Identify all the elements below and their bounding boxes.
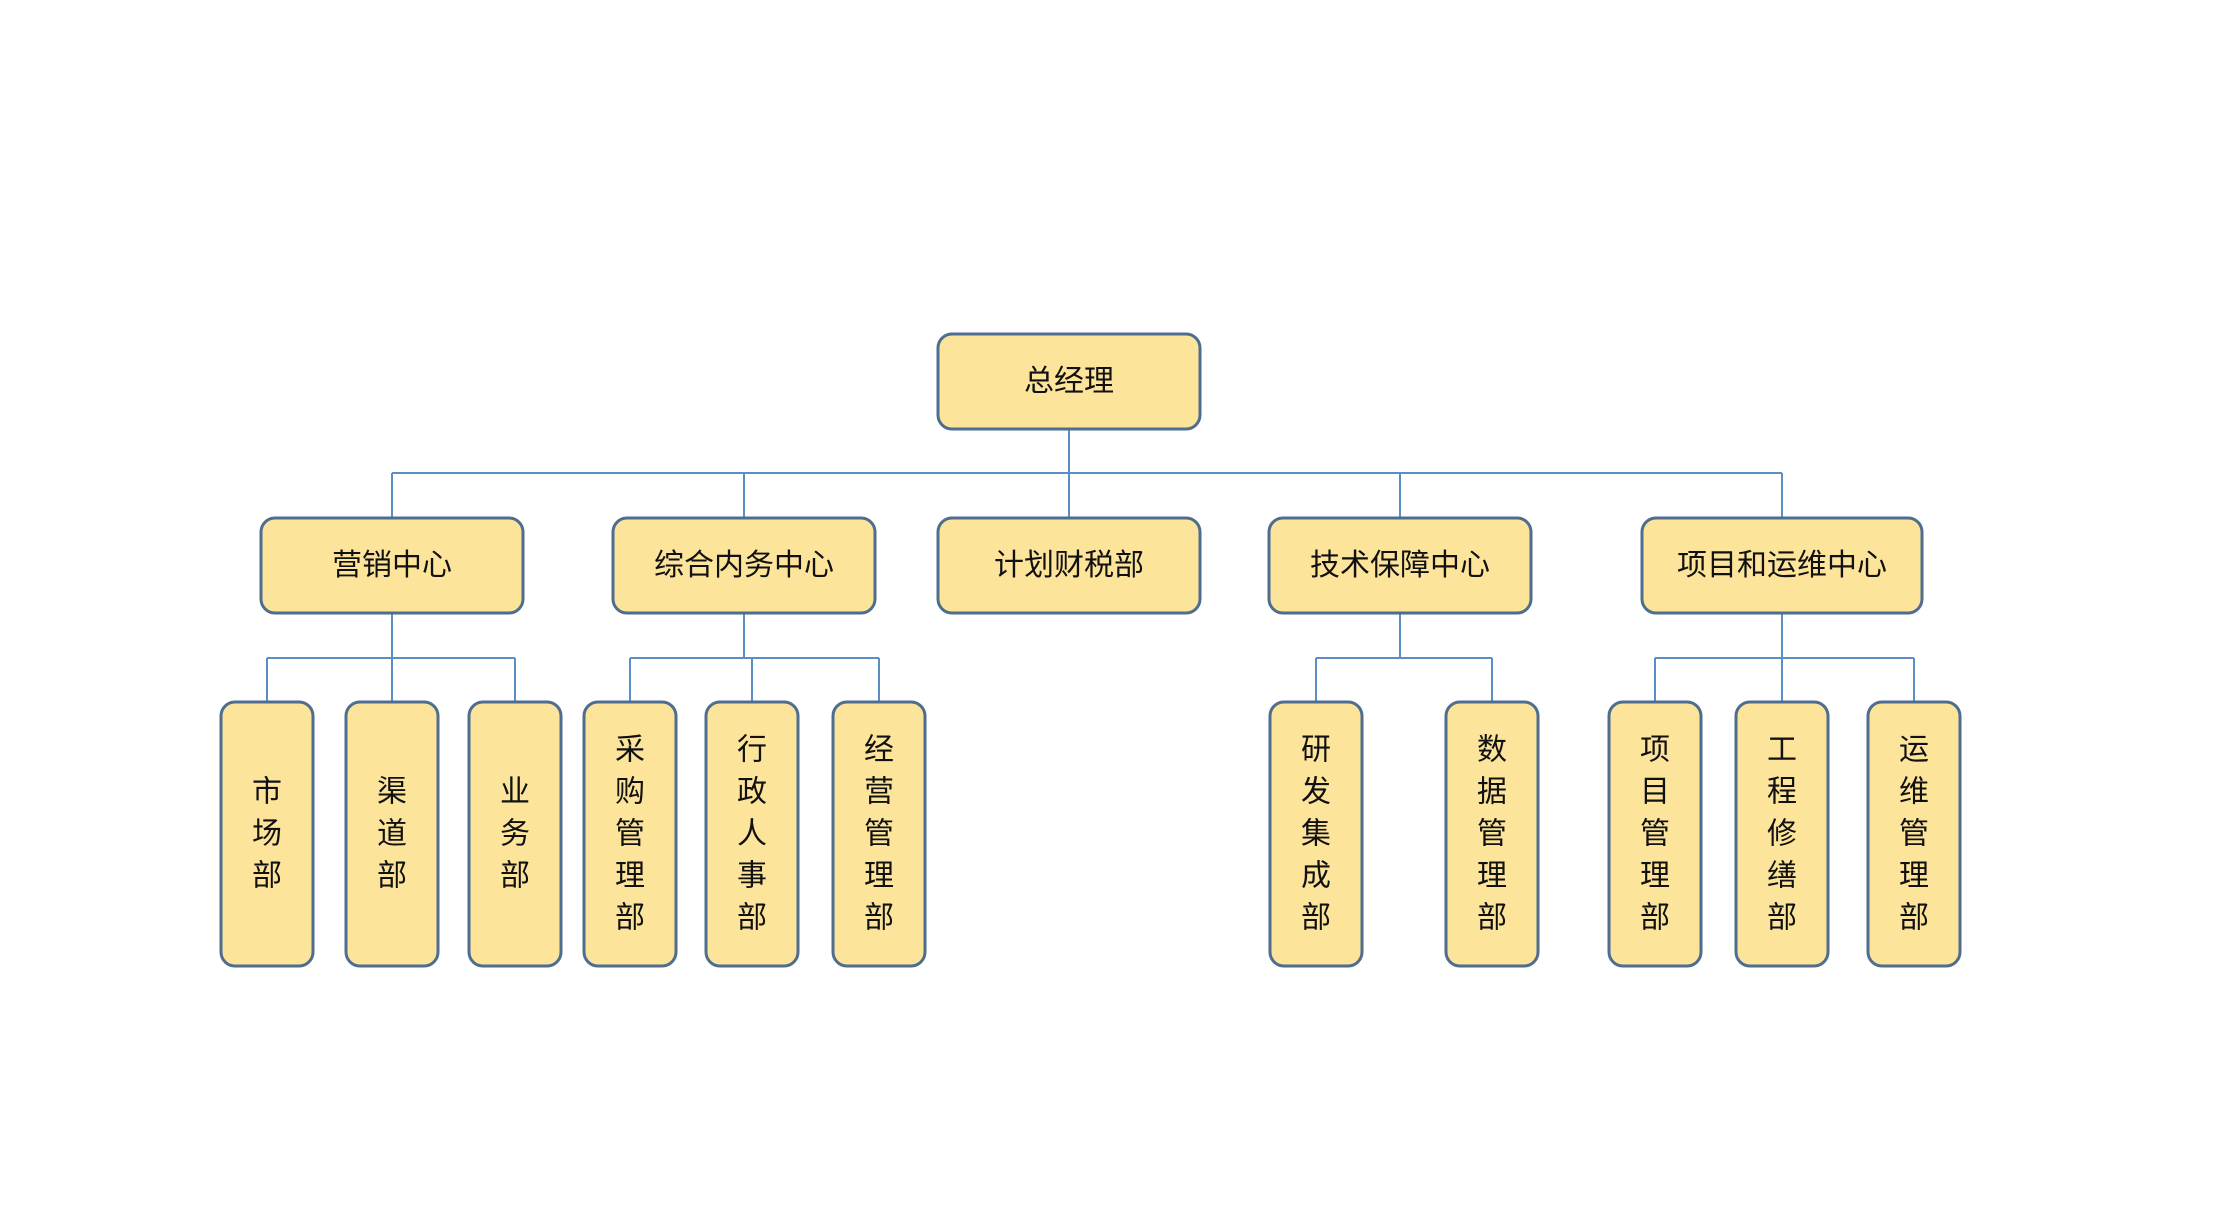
node-label-vertical: 业务部 <box>500 775 530 894</box>
sub-department-node <box>467 700 563 968</box>
sub-department-node <box>1734 700 1830 968</box>
department-node <box>611 516 877 615</box>
node-label-vertical: 采购管理部 <box>615 733 645 936</box>
node-label-vertical: 市场部 <box>252 775 282 894</box>
department-node <box>1640 516 1924 615</box>
root-node <box>936 332 1202 431</box>
department-node <box>259 516 525 615</box>
node-label-vertical: 经营管理部 <box>864 733 894 936</box>
node-label-vertical: 渠道部 <box>377 775 407 894</box>
sub-department-node <box>1866 700 1962 968</box>
node-label: 总经理 <box>1024 364 1114 399</box>
department-node <box>936 516 1202 615</box>
node-label: 综合内务中心 <box>654 548 834 583</box>
sub-department-node <box>582 700 678 968</box>
node-label: 营销中心 <box>332 548 452 583</box>
sub-department-node <box>831 700 927 968</box>
node-label: 计划财税部 <box>994 548 1144 583</box>
sub-department-node <box>1607 700 1703 968</box>
sub-department-node <box>1444 700 1540 968</box>
node-label-vertical: 运维管理部 <box>1899 733 1929 936</box>
node-label-vertical: 研发集成部 <box>1301 733 1331 936</box>
node-label-vertical: 数据管理部 <box>1477 733 1507 936</box>
sub-department-node <box>704 700 800 968</box>
connector-lines <box>266 429 1915 702</box>
node-label-vertical: 工程修缮部 <box>1767 733 1797 936</box>
sub-department-node <box>219 700 315 968</box>
sub-department-node <box>1268 700 1364 968</box>
node-label-vertical: 项目管理部 <box>1640 733 1670 936</box>
sub-department-node <box>344 700 440 968</box>
department-node <box>1267 516 1533 615</box>
node-label: 项目和运维中心 <box>1677 548 1887 583</box>
node-label-vertical: 行政人事部 <box>737 733 767 936</box>
node-label: 技术保障中心 <box>1310 548 1490 583</box>
